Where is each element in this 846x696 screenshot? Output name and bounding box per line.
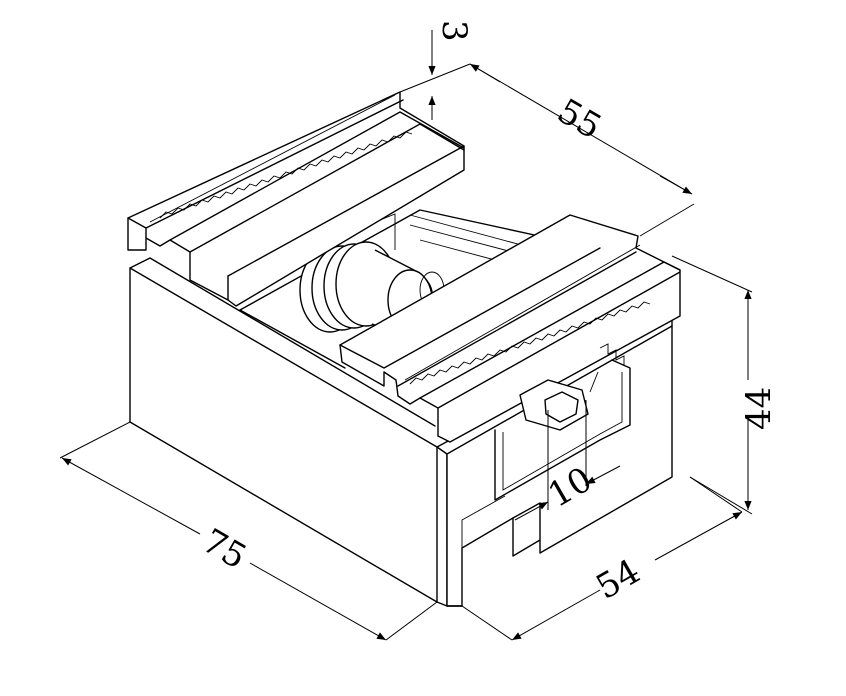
dim-3-label: 3 [434,20,474,42]
movable-jaw-top-plate [419,261,681,399]
dim-54-label: 54 [590,552,647,608]
channel-floor-back [239,209,549,311]
dim-54-arrow-left [511,589,601,641]
dim-54-ext-left [461,605,513,641]
fixed-jaw-serration-line [149,94,396,223]
dim-75-arrow-left [61,457,201,535]
movable-jaw [339,214,681,443]
dim-44-ext-bottom [689,476,753,515]
dim-10-arrow-right [585,465,621,485]
channel-floor-left [239,309,346,369]
dim-44-ext-top [671,255,753,293]
fixed-jaw [127,91,465,307]
dim-75-label: 75 [196,521,253,577]
dim-54-arrow-right [654,511,743,561]
jaw-clamp-detail [494,343,631,501]
body-notch-inner [461,495,506,548]
body-top-edge [129,257,436,427]
dim-75-arrow-right [249,562,387,641]
movable-jaw-top-front [339,247,601,369]
clamp-detail-line [589,371,599,393]
channel-back-step [379,213,396,250]
vise-body [129,257,673,607]
clamp-slot [494,359,631,501]
dim-55-line [469,63,693,195]
fixed-jaw-top-plate [169,111,465,241]
fixed-jaw-front-edge [227,145,465,277]
dim-55-ext [639,203,695,237]
dim-55-arrow-left [469,63,501,83]
dim-75-ext-right [385,601,438,641]
clamp-slot-inner [502,372,623,491]
dim-10-arrow-left [514,501,549,521]
movable-jaw-serration-line [404,244,641,381]
dim-44-label: 44 [739,387,779,430]
clamp-teeth [599,343,625,366]
fixed-jaw-top-plate-2 [189,123,465,253]
movable-jaw-step-line [397,251,637,387]
dim-75-ext-left [59,421,131,459]
body-chamfer [436,446,448,607]
dim-54-ext-right [689,476,743,513]
dim-3-ext [399,63,471,93]
dim-55-arrow-right [659,175,693,195]
movable-jaw-front-edge [437,271,681,409]
hex-socket-icon [544,391,579,423]
dim-55-label: 55 [551,91,608,147]
fixed-jaw-serrations [159,131,413,219]
movable-jaw-serrations [409,301,651,385]
